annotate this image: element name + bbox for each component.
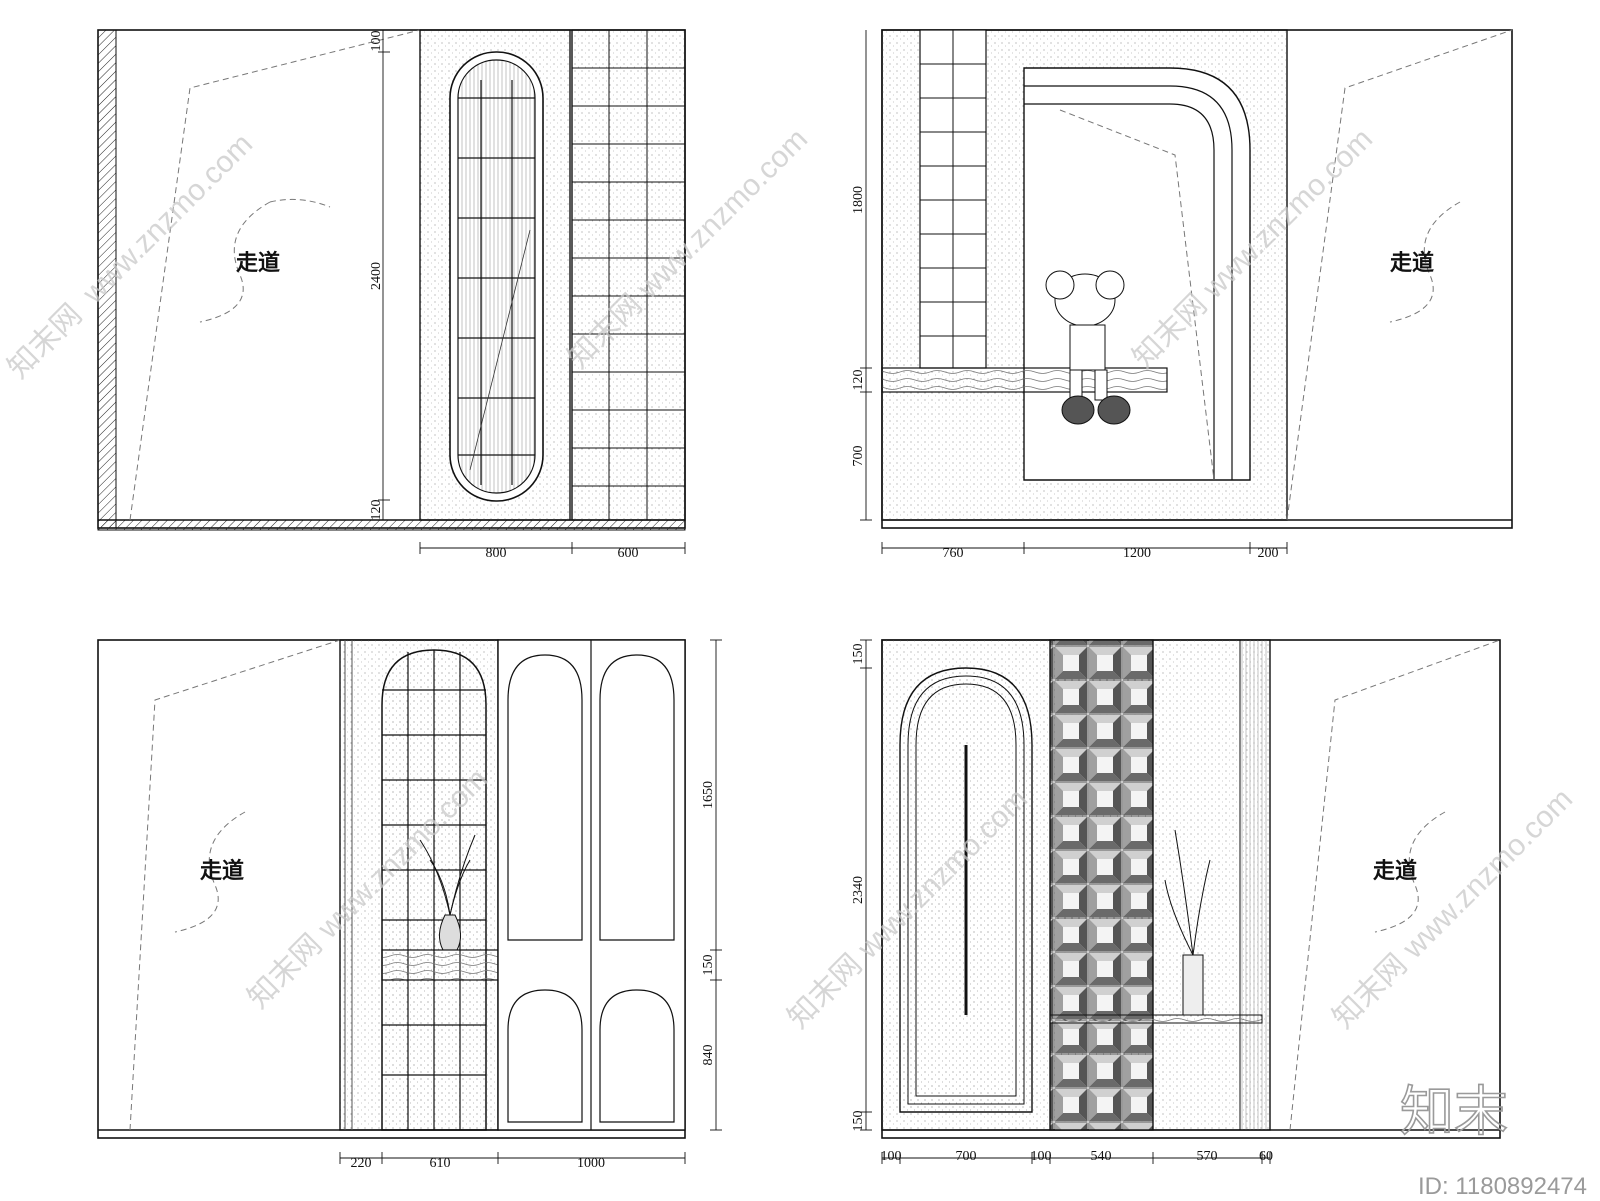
vase-plant (419, 834, 476, 951)
dim-v-2: 120 (851, 370, 866, 391)
dim-v-1: 150 (851, 644, 866, 665)
vase-branches (1164, 829, 1211, 1016)
dim-h-2: 610 (430, 1156, 451, 1171)
glass-block-grid (571, 29, 686, 521)
dim-h-6: 60 (1259, 1149, 1273, 1164)
dim-h-3: 100 (1031, 1149, 1052, 1164)
dim-h-2: 600 (618, 546, 639, 561)
watermark-brand-1: 知末网 (2, 298, 89, 385)
dim-v-3: 700 (851, 446, 866, 467)
dim-v-1: 100 (369, 31, 384, 52)
room-label: 走道 (200, 858, 244, 884)
dim-h-3: 200 (1258, 546, 1279, 561)
figure-toy (1045, 270, 1131, 425)
elevation-top-right: 1800 120 700 760 1200 200 走道 (851, 29, 1513, 561)
dim-h-1: 760 (943, 546, 964, 561)
room-label: 走道 (1390, 250, 1434, 276)
elevation-bottom-right: 150 2340 150 100 700 100 540 570 60 走道 (851, 639, 1501, 1164)
watermark-brand-4: 知末网 (242, 928, 329, 1015)
dim-h-1: 800 (486, 546, 507, 561)
watermark-brand-6: 知末网 (1327, 948, 1414, 1035)
watermark-brand-5: 知末网 (782, 948, 869, 1035)
image-id: ID: 1180892474 (1418, 1173, 1587, 1200)
elevation-top-left: 100 2400 120 800 600 走道 (97, 29, 686, 561)
dim-h-4: 540 (1091, 1149, 1112, 1164)
watermark-url-6: www.znzmo.com (1396, 782, 1579, 965)
dim-v-1: 1800 (851, 186, 866, 214)
elevation-bottom-left: 1650 150 840 220 610 1000 走道 (97, 639, 722, 1171)
dim-v-3: 150 (851, 1111, 866, 1132)
dim-v-3: 840 (701, 1045, 716, 1066)
dim-h-1: 220 (351, 1156, 372, 1171)
room-label: 走道 (236, 250, 280, 276)
dim-v-2: 150 (701, 955, 716, 976)
dim-h-3: 1000 (577, 1156, 605, 1171)
dim-v-3: 120 (369, 500, 384, 521)
room-label: 走道 (1373, 858, 1417, 884)
dim-v-2: 2340 (851, 876, 866, 904)
dim-h-1: 100 (881, 1149, 902, 1164)
dim-v-2: 2400 (369, 262, 384, 290)
dim-v-1: 1650 (701, 781, 716, 809)
dim-h-2: 700 (956, 1149, 977, 1164)
dim-h-2: 1200 (1123, 546, 1151, 561)
dim-h-5: 570 (1197, 1149, 1218, 1164)
brand-logo: 知末 (1400, 1080, 1508, 1143)
